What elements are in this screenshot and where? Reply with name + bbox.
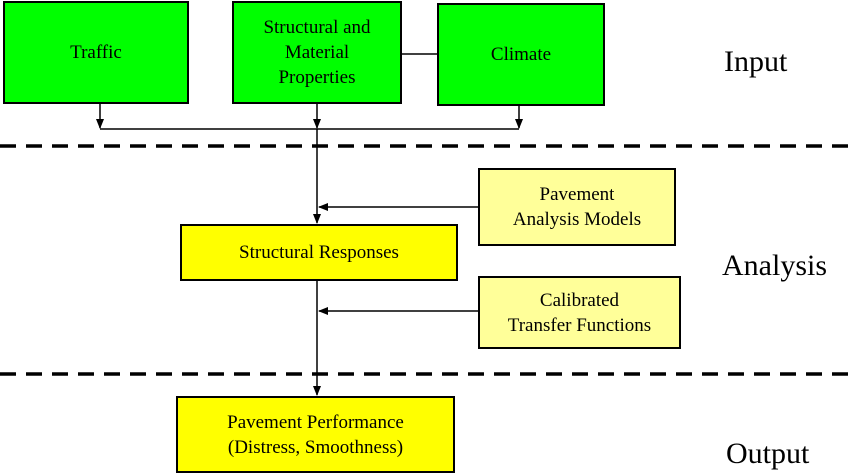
climate-box: Climate: [437, 3, 605, 106]
pavement-performance-label: Pavement Performance (Distress, Smoothne…: [227, 411, 404, 458]
calibrated-transfer-functions-label: Calibrated Transfer Functions: [507, 289, 652, 336]
structural-responses-label: Structural Responses: [239, 242, 399, 263]
stage-label-analysis: Analysis: [722, 249, 827, 282]
structural-material-properties-label: Structural and Material Properties: [263, 17, 371, 88]
pavement-analysis-models-box: Pavement Analysis Models: [478, 168, 676, 246]
structural-material-properties-box: Structural and Material Properties: [232, 1, 402, 104]
pavement-performance-box: Pavement Performance (Distress, Smoothne…: [176, 396, 455, 473]
stage-label-input: Input: [724, 45, 788, 78]
pavement-analysis-models-label: Pavement Analysis Models: [512, 184, 642, 230]
traffic-box: Traffic: [3, 1, 189, 104]
traffic-label: Traffic: [70, 42, 122, 63]
calibrated-transfer-functions-box: Calibrated Transfer Functions: [478, 276, 681, 349]
climate-label: Climate: [490, 44, 552, 65]
structural-responses-box: Structural Responses: [180, 224, 458, 281]
stage-label-output: Output: [726, 437, 810, 470]
